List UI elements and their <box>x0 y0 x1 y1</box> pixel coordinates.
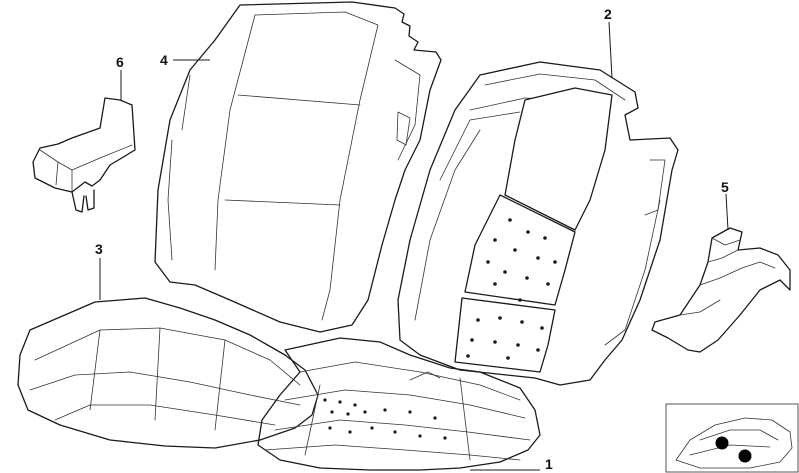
part-5-side-trim[interactable] <box>651 227 791 353</box>
callout-3[interactable]: 3 <box>95 241 103 257</box>
callout-2[interactable]: 2 <box>604 6 612 22</box>
car-location-thumbnail-icon <box>665 403 799 473</box>
part-3-seat-cushion[interactable] <box>17 297 319 449</box>
leader-lines <box>99 21 729 471</box>
callout-4[interactable]: 4 <box>160 52 168 68</box>
part-1-seat-base-pad[interactable] <box>257 337 541 471</box>
callout-labels: 2 3 4 5 6 1 <box>95 6 729 472</box>
part-2-backrest-frame[interactable] <box>397 61 679 386</box>
part-4-backrest-cover[interactable] <box>154 1 442 333</box>
callout-6[interactable]: 6 <box>116 54 124 70</box>
part-6-trim-piece[interactable] <box>32 97 136 213</box>
callout-5[interactable]: 5 <box>721 179 729 195</box>
callout-1[interactable]: 1 <box>545 456 553 472</box>
